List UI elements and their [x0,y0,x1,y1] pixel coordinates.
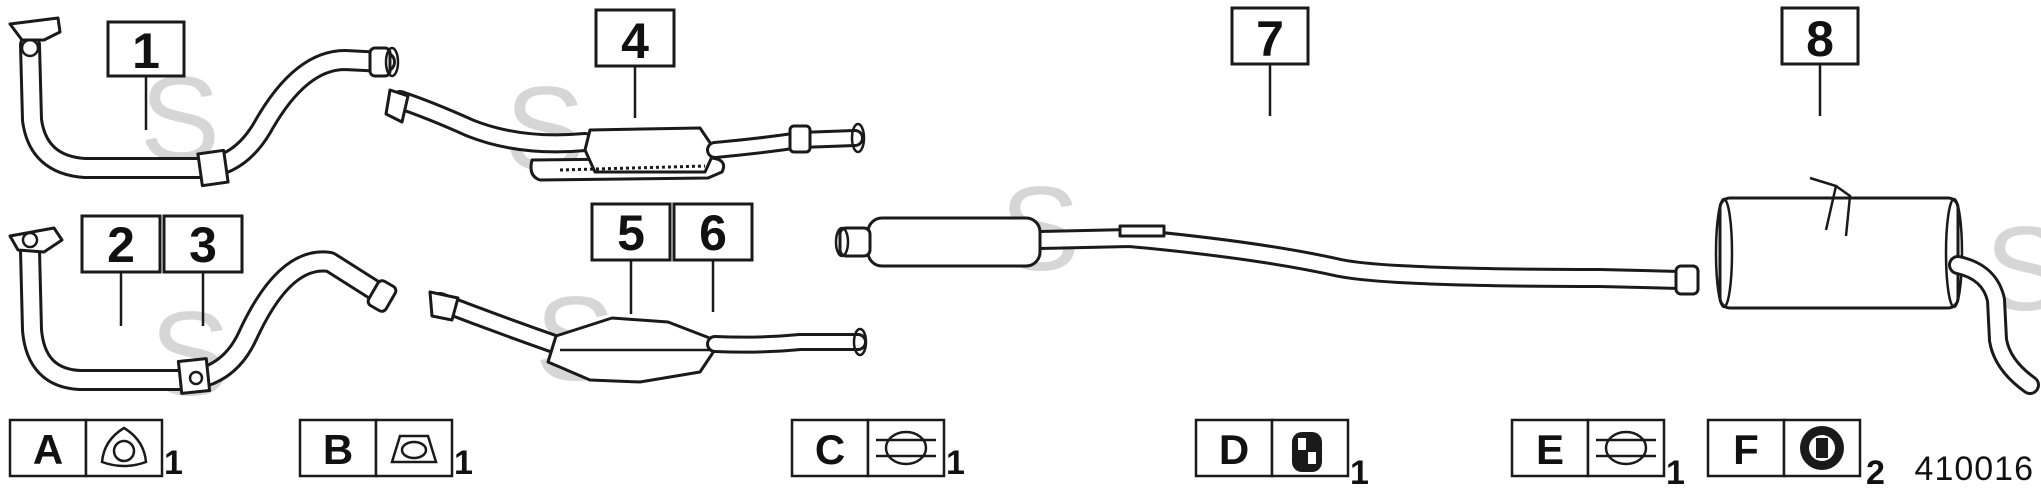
accessory-D: D 1 [1194,418,1369,492]
part-number-2: 2 [107,217,135,273]
part-label-7: 7 [1230,6,1310,116]
gasket-ring-icon [390,434,438,464]
part-label-2: 2 [80,214,162,326]
accessory-E: E 1 [1510,418,1685,492]
pipe-clamp-icon [1596,430,1656,466]
gasket-triangle-icon [100,426,148,468]
accessory-qty-a: 1 [164,444,183,482]
catalyst-5-6 [428,290,868,384]
part-number-5: 5 [617,205,645,261]
accessory-B: B 1 [298,418,473,482]
part-label-3: 3 [162,214,244,326]
part-label-1: 1 [106,20,186,130]
front-pipe-2-3 [8,226,398,395]
accessory-qty-b: 1 [454,444,473,482]
accessory-letter-f: F [1733,426,1759,473]
accessory-qty-c: 1 [946,444,965,482]
diagram-code: 410016 [1915,450,2034,488]
part-number-6: 6 [699,205,727,261]
accessory-letter-a: A [33,426,63,473]
rubber-hanger-icon [1800,426,1844,470]
accessory-qty-f: 2 [1866,454,1885,492]
watermark-3: S [150,287,230,421]
part-number-8: 8 [1806,11,1834,67]
part-number-1: 1 [132,23,160,79]
accessory-F: F 2 [1706,418,1885,492]
rear-silencer-8 [1714,176,2040,395]
accessory-letter-c: C [815,426,845,473]
accessory-letter-d: D [1219,426,1249,473]
accessory-letter-b: B [323,426,353,473]
part-label-8: 8 [1780,6,1860,116]
pipe-clamp-icon [876,430,936,466]
accessory-qty-d: 1 [1350,454,1369,492]
part-label-6: 6 [672,202,754,312]
center-pipe-7 [834,216,1700,296]
part-label-4: 4 [594,8,676,118]
accessory-A: A 1 [8,418,183,482]
part-number-3: 3 [189,217,217,273]
catalyst-pipe-4 [384,88,866,182]
part-number-7: 7 [1256,11,1284,67]
accessory-letter-e: E [1536,426,1564,473]
front-pipe-1 [8,16,400,188]
rubber-mount-icon [1292,432,1322,472]
accessory-qty-e: 1 [1666,454,1685,492]
part-number-4: 4 [621,13,649,69]
accessory-C: C 1 [790,418,965,482]
part-label-5: 5 [590,202,672,314]
